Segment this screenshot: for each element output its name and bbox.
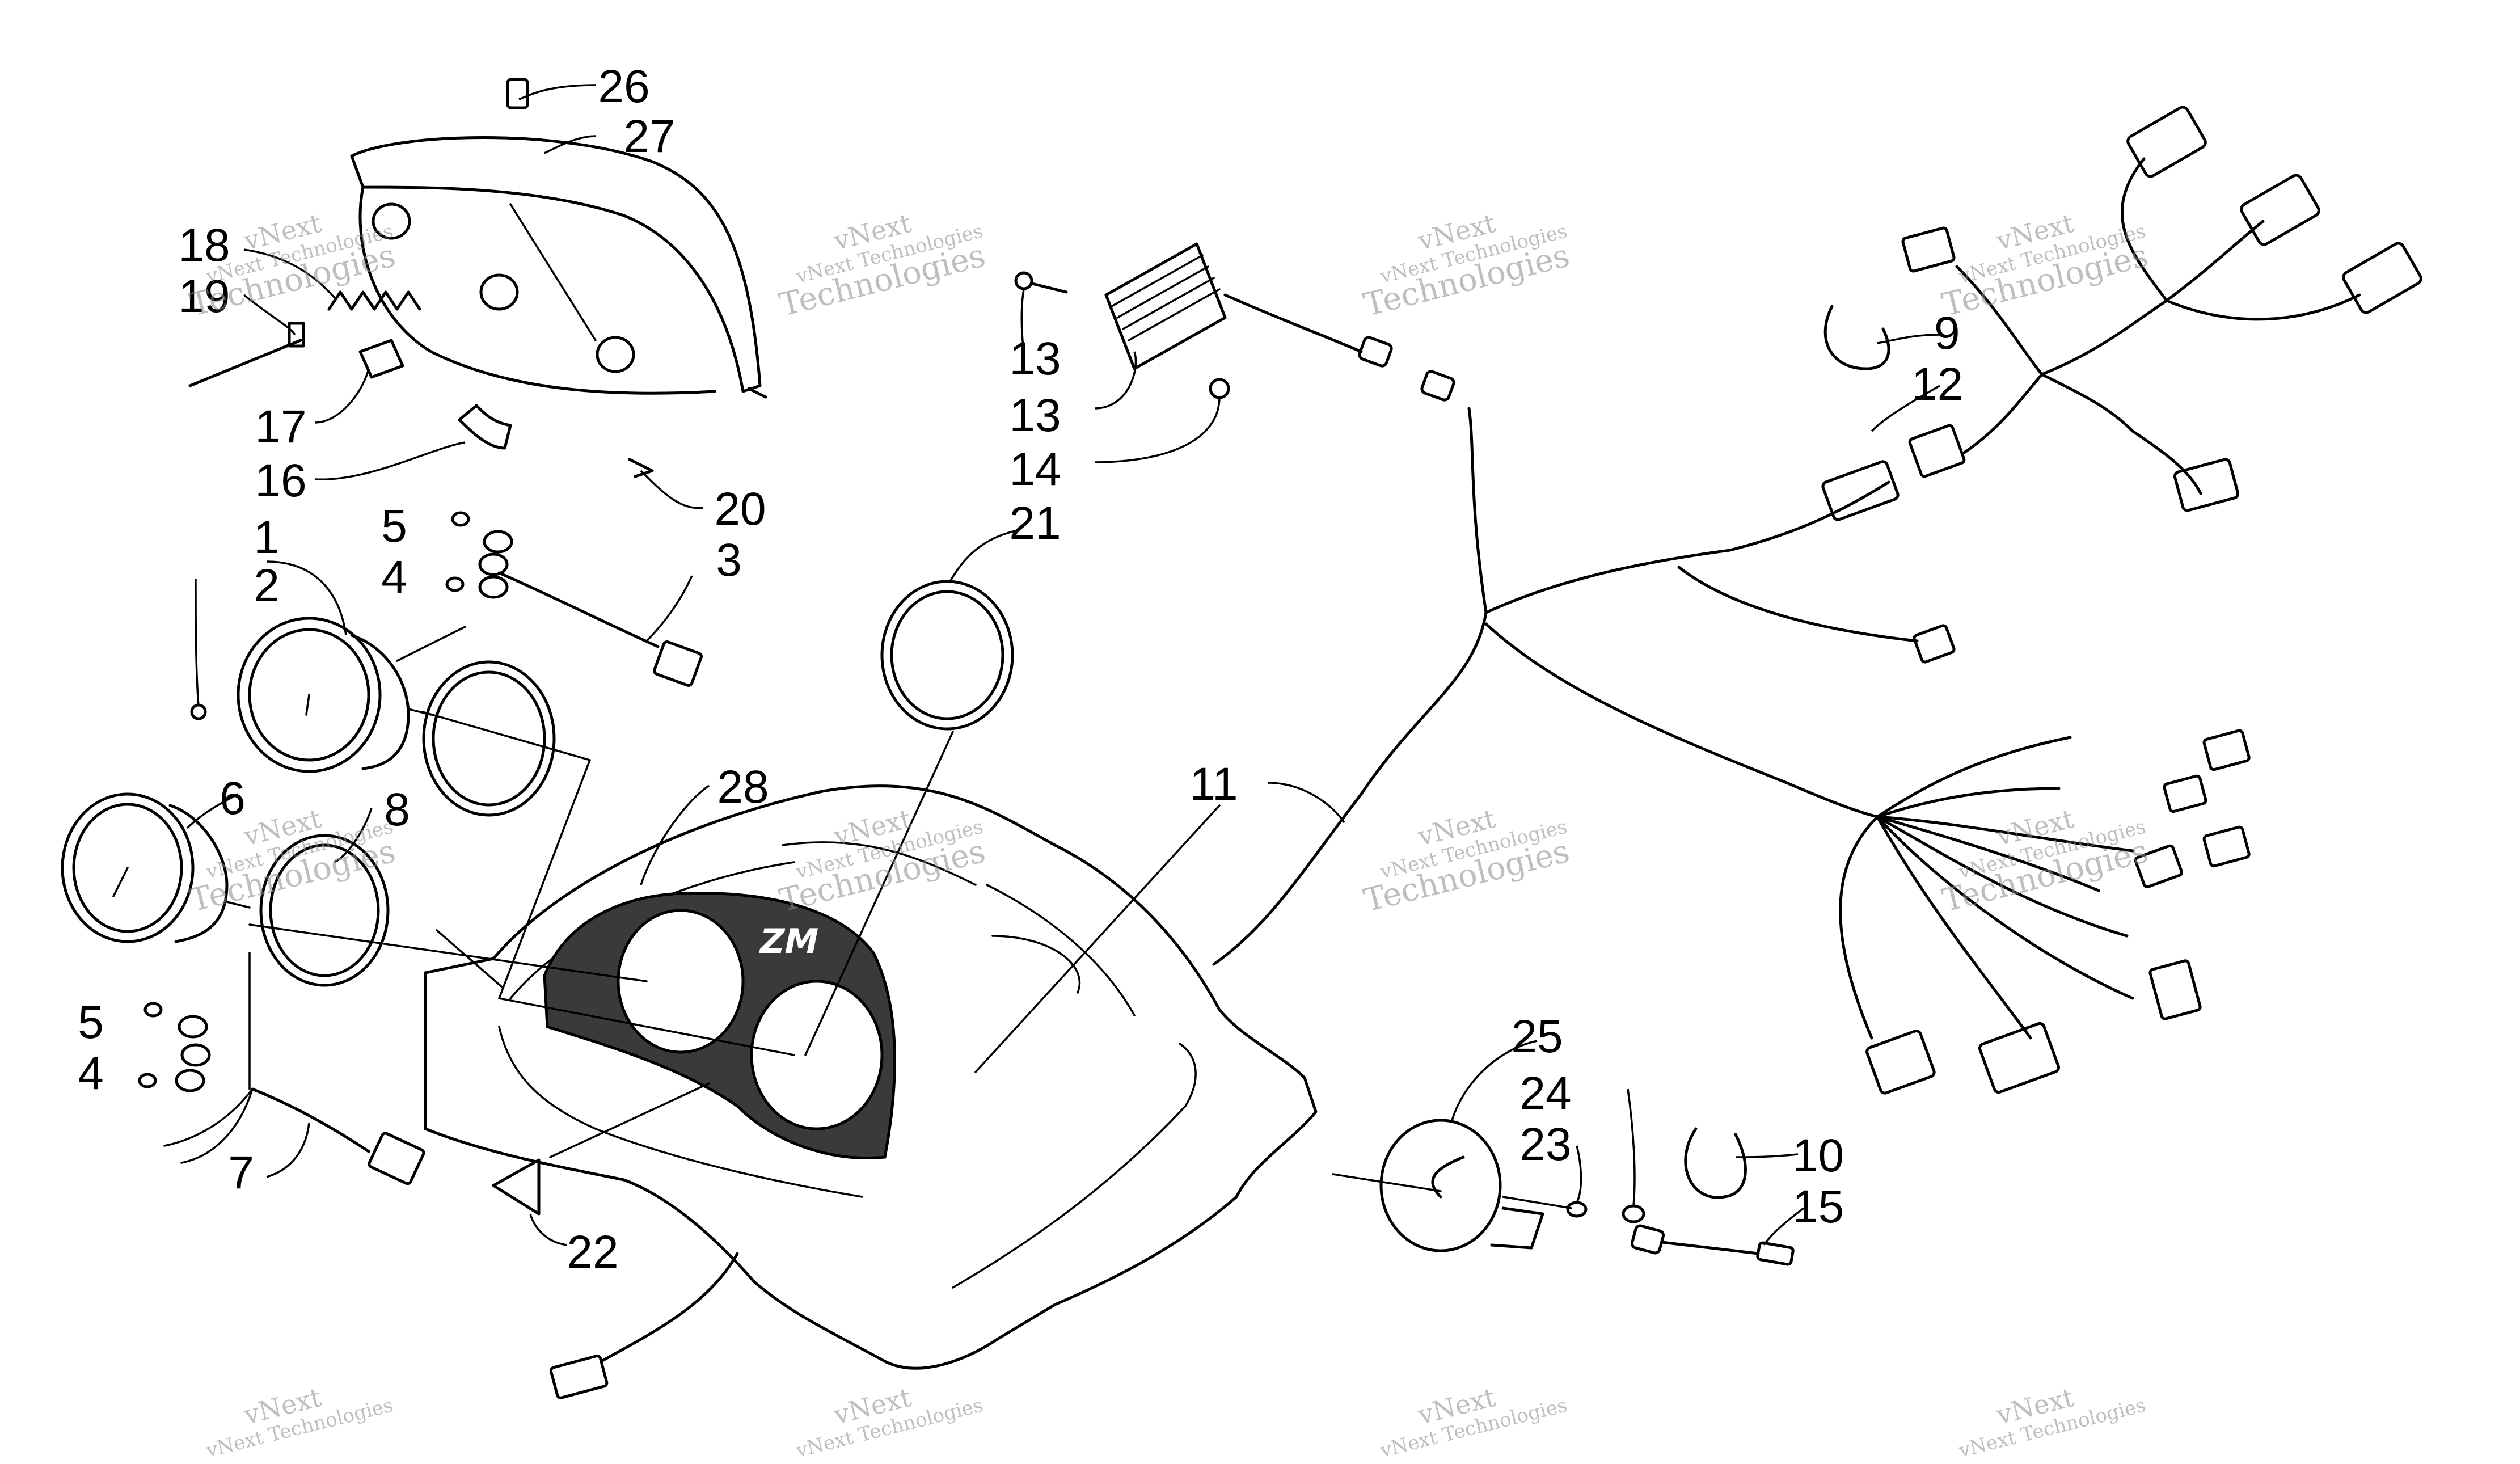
callout-15: 12 bbox=[1911, 358, 1963, 410]
watermark: vNext vNext Technologies Technologies bbox=[776, 803, 989, 919]
callout-4-upper: 4 bbox=[381, 551, 407, 603]
watermark: vNext vNext Technologies Technologies bbox=[1360, 803, 1573, 919]
callout-10: 23 bbox=[1519, 1119, 1571, 1170]
gauge-6 bbox=[61, 792, 251, 943]
callout-5-lower: 5 bbox=[78, 997, 104, 1048]
nut-11 bbox=[1622, 1204, 1645, 1223]
socket-4-upper bbox=[445, 576, 465, 592]
speedo-cable-12 bbox=[1630, 1224, 1795, 1266]
watermarks: vNext vNext Technologies Technologies vN… bbox=[186, 208, 2151, 1462]
leader-lines bbox=[186, 84, 1940, 1246]
callout-27: 22 bbox=[567, 1226, 618, 1278]
callout-11: 24 bbox=[1519, 1068, 1571, 1119]
socket-5-lower bbox=[143, 1002, 163, 1018]
bulb-socket-19 bbox=[506, 78, 529, 109]
callout-26: 21 bbox=[1009, 497, 1061, 549]
gauge-1 bbox=[237, 617, 432, 773]
washer-10 bbox=[1566, 1201, 1588, 1218]
clamp-13-lower bbox=[1684, 1127, 1747, 1199]
bezel-ring-26 bbox=[880, 580, 1014, 731]
callout-8: 8 bbox=[384, 784, 410, 836]
hood-panel: ZM bbox=[424, 784, 1318, 1399]
adjuster-screw-24 bbox=[188, 322, 305, 387]
watermark: vNext vNext Technologies Technologies bbox=[776, 208, 989, 324]
callout-9: 25 bbox=[1511, 1011, 1563, 1062]
seal-ring-8-lower bbox=[259, 834, 390, 987]
watermark: vNext vNext Technologies Technologies bbox=[186, 803, 399, 919]
callout-6: 6 bbox=[220, 773, 246, 824]
callout-13-upper: 9 bbox=[1934, 307, 1960, 359]
seal-ring-8-upper bbox=[422, 660, 556, 817]
callout-18: 14 bbox=[1009, 444, 1061, 495]
callout-5-upper: 5 bbox=[381, 500, 407, 552]
callout-3: 3 bbox=[716, 534, 742, 586]
harness-3 bbox=[478, 530, 703, 687]
nut-18 bbox=[1209, 378, 1230, 399]
callout-4-lower: 4 bbox=[78, 1048, 104, 1099]
harness-7 bbox=[163, 1015, 425, 1185]
callout-7: 7 bbox=[228, 1147, 254, 1199]
headlight-assembly bbox=[350, 136, 767, 399]
callout-21: 16 bbox=[255, 455, 306, 507]
bolt-16 bbox=[1014, 271, 1068, 294]
callout-1: 1 bbox=[254, 512, 280, 563]
watermark: vNext vNext Technologies bbox=[204, 1382, 395, 1462]
watermark: vNext vNext Technologies bbox=[1378, 1382, 1569, 1462]
bulb-22 bbox=[358, 339, 404, 379]
gauge-cup-9 bbox=[1379, 1119, 1544, 1252]
elbow-21 bbox=[458, 404, 512, 450]
callout-12: 15 bbox=[1792, 1181, 1844, 1233]
watermark: vNext vNext Technologies bbox=[793, 1382, 985, 1462]
callout-14: 11 bbox=[1189, 758, 1238, 810]
callout-28: 28 bbox=[717, 761, 769, 813]
bulb-2 bbox=[190, 703, 207, 720]
clamp-13-upper bbox=[1823, 305, 1890, 370]
decal-27 bbox=[492, 1158, 541, 1216]
socket-4-lower bbox=[138, 1073, 157, 1088]
sub-harness-15 bbox=[1901, 106, 2422, 512]
watermark: vNext vNext Technologies bbox=[1956, 1382, 2148, 1462]
adjuster-spring-23 bbox=[327, 290, 421, 311]
watermark: vNext vNext Technologies Technologies bbox=[1360, 208, 1573, 324]
main-harness-14 bbox=[1212, 407, 2251, 1095]
callout-22: 17 bbox=[255, 401, 306, 453]
callout-17: 13 bbox=[1009, 390, 1061, 441]
callout-24: 19 bbox=[178, 271, 230, 322]
socket-5-upper bbox=[451, 511, 470, 527]
callout-23: 18 bbox=[178, 220, 230, 271]
regulator-17 bbox=[1104, 242, 1455, 402]
callout-16: 13 bbox=[1009, 333, 1061, 385]
callout-20: 27 bbox=[623, 111, 675, 162]
callout-labels: 26 27 18 19 17 16 20 13 13 14 21 1 2 5 4… bbox=[78, 61, 1963, 1278]
callout-25: 20 bbox=[714, 483, 766, 535]
callout-2: 2 bbox=[254, 560, 280, 611]
callout-19: 26 bbox=[598, 61, 649, 112]
hood-logo: ZM bbox=[759, 922, 818, 961]
clip-25 bbox=[628, 458, 654, 478]
watermark: vNext vNext Technologies Technologies bbox=[1939, 803, 2151, 919]
callout-13-lower: 10 bbox=[1792, 1130, 1844, 1182]
